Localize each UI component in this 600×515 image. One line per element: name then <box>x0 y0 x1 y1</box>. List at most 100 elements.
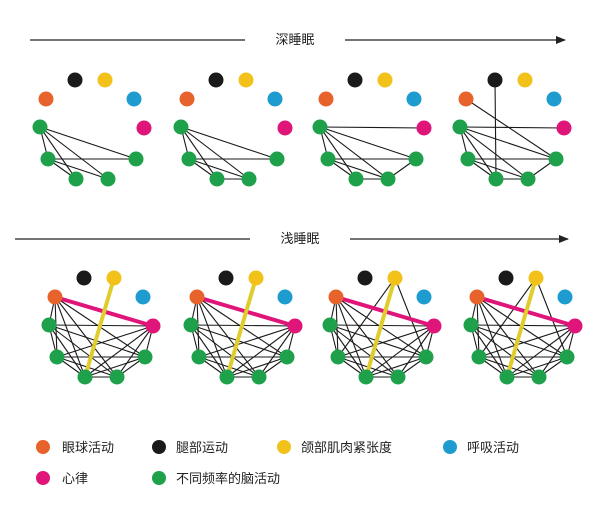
edge-heart-b4 <box>258 325 296 378</box>
node-eye <box>328 289 344 305</box>
edge-b1-b3 <box>470 324 508 378</box>
edge-chin-b2 <box>478 277 537 358</box>
node-b1 <box>183 317 199 333</box>
node-b3 <box>488 171 504 187</box>
node-leg <box>357 270 373 286</box>
node-heart <box>416 120 432 136</box>
legend-label-heart: 心律 <box>62 472 88 487</box>
node-b3 <box>209 171 225 187</box>
node-b2 <box>181 151 197 167</box>
node-heart <box>277 120 293 136</box>
edge-heart-b3 <box>226 325 296 378</box>
legend-swatch-brain <box>152 471 166 485</box>
edge-b1-heart <box>459 126 565 129</box>
node-b2 <box>49 349 65 365</box>
node-chin <box>528 270 544 286</box>
edge-b1-b4 <box>329 324 399 378</box>
node-resp <box>135 289 151 305</box>
node-chin <box>238 72 254 88</box>
node-eye <box>458 91 474 107</box>
node-leg <box>208 72 224 88</box>
edge-b2-b4 <box>188 158 250 180</box>
legend-swatch-leg <box>152 440 166 454</box>
node-b5 <box>418 349 434 365</box>
edge-heart-b2 <box>198 325 296 358</box>
networks-layer <box>32 72 583 385</box>
deep-sleep-network-2 <box>173 72 293 187</box>
light-sleep-network-3 <box>322 270 442 385</box>
legend-swatch-resp <box>443 440 457 454</box>
node-heart <box>556 120 572 136</box>
legend: 眼球活动 腿部运动 颌部肌肉紧张度 呼吸活动 心律 不同频率的脑活动 <box>36 440 519 487</box>
legend-swatch-heart <box>36 471 50 485</box>
node-resp <box>126 91 142 107</box>
legend-label-resp: 呼吸活动 <box>467 441 519 456</box>
strong-edge-chin-b3 <box>83 276 116 379</box>
legend-label-chin: 颌部肌肉紧张度 <box>301 440 392 456</box>
strong-edge-chin-b3 <box>364 276 397 379</box>
node-b1 <box>312 119 328 135</box>
node-b5 <box>279 349 295 365</box>
deep-sleep-title: 深睡眠 <box>275 33 314 48</box>
node-resp <box>546 91 562 107</box>
node-b3 <box>348 171 364 187</box>
edge-b1-b5 <box>319 126 417 160</box>
legend-swatch-eye <box>36 440 50 454</box>
node-resp <box>557 289 573 305</box>
node-b1 <box>322 317 338 333</box>
edge-heart-b2 <box>337 325 435 358</box>
node-b2 <box>40 151 56 167</box>
edge-b1-b4 <box>319 126 389 180</box>
node-leg <box>347 72 363 88</box>
edge-b1-b5 <box>180 126 278 160</box>
edge-eye-b3 <box>335 296 367 378</box>
node-b3 <box>219 369 235 385</box>
edge-b2-b4 <box>467 158 529 180</box>
node-heart <box>145 318 161 334</box>
node-heart <box>567 318 583 334</box>
edge-b1-b3 <box>190 324 228 378</box>
strong-edge-chin-b3 <box>225 276 258 379</box>
legend-label-leg: 腿部运动 <box>176 441 228 456</box>
legend-label-brain: 不同频率的脑活动 <box>176 471 280 487</box>
light-sleep-network-1 <box>41 270 161 385</box>
node-b1 <box>32 119 48 135</box>
edge-b2-b4 <box>327 158 389 180</box>
edge-eye-b3 <box>476 296 508 378</box>
deep-sleep-network-3 <box>312 72 432 187</box>
edge-heart-b3 <box>365 325 435 378</box>
node-b4 <box>520 171 536 187</box>
node-b5 <box>408 151 424 167</box>
deep-sleep-network-4 <box>452 72 572 187</box>
edge-b1-b5 <box>39 126 137 160</box>
node-chin <box>106 270 122 286</box>
node-b5 <box>137 349 153 365</box>
node-b3 <box>499 369 515 385</box>
node-b5 <box>559 349 575 365</box>
node-eye <box>179 91 195 107</box>
node-b4 <box>100 171 116 187</box>
edge-heart-b4 <box>538 325 576 378</box>
node-b2 <box>330 349 346 365</box>
edge-heart-b4 <box>397 325 435 378</box>
edge-b1-b3 <box>48 324 86 378</box>
node-b4 <box>380 171 396 187</box>
node-b1 <box>41 317 57 333</box>
edge-b1-b4 <box>470 324 540 378</box>
node-b4 <box>241 171 257 187</box>
node-eye <box>47 289 63 305</box>
node-b3 <box>358 369 374 385</box>
node-heart <box>426 318 442 334</box>
node-eye <box>318 91 334 107</box>
node-b2 <box>191 349 207 365</box>
light-sleep-title: 浅睡眠 <box>280 232 319 247</box>
node-b2 <box>460 151 476 167</box>
node-b4 <box>109 369 125 385</box>
edge-b1-b4 <box>180 126 250 180</box>
edge-b3-b5 <box>226 356 288 378</box>
node-chin <box>387 270 403 286</box>
edge-b1-b3 <box>180 126 218 180</box>
node-b2 <box>471 349 487 365</box>
node-eye <box>38 91 54 107</box>
